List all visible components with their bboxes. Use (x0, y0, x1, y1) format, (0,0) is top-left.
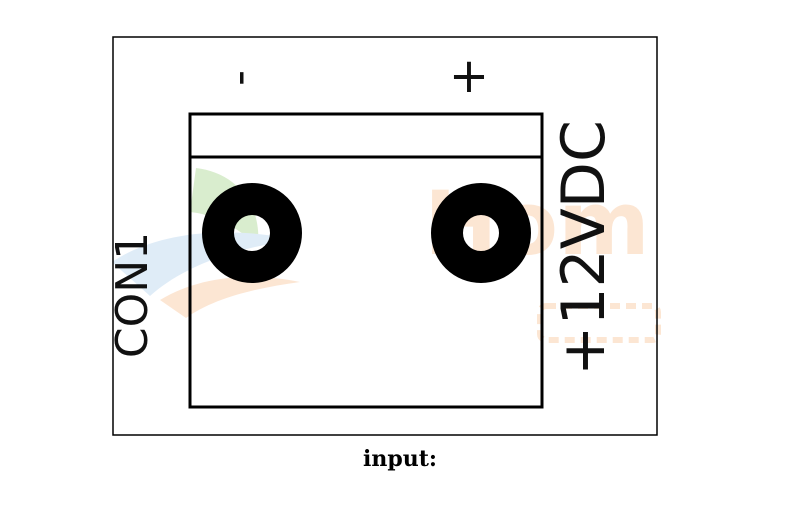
voltage-label: +12VDC (549, 120, 619, 376)
watermark-underline (537, 303, 661, 343)
watermark-logo-swoosh (112, 232, 296, 296)
outer-frame (112, 36, 658, 436)
pin-1-pad (202, 183, 302, 283)
pin-minus-label: - (219, 70, 270, 86)
pin-plus-label: + (449, 48, 489, 104)
watermark-logo-arc (160, 276, 300, 318)
caption: input: (362, 446, 437, 472)
connector-body (188, 112, 544, 409)
designator-label: CON1 (107, 232, 158, 358)
pin-2-pad (431, 183, 531, 283)
